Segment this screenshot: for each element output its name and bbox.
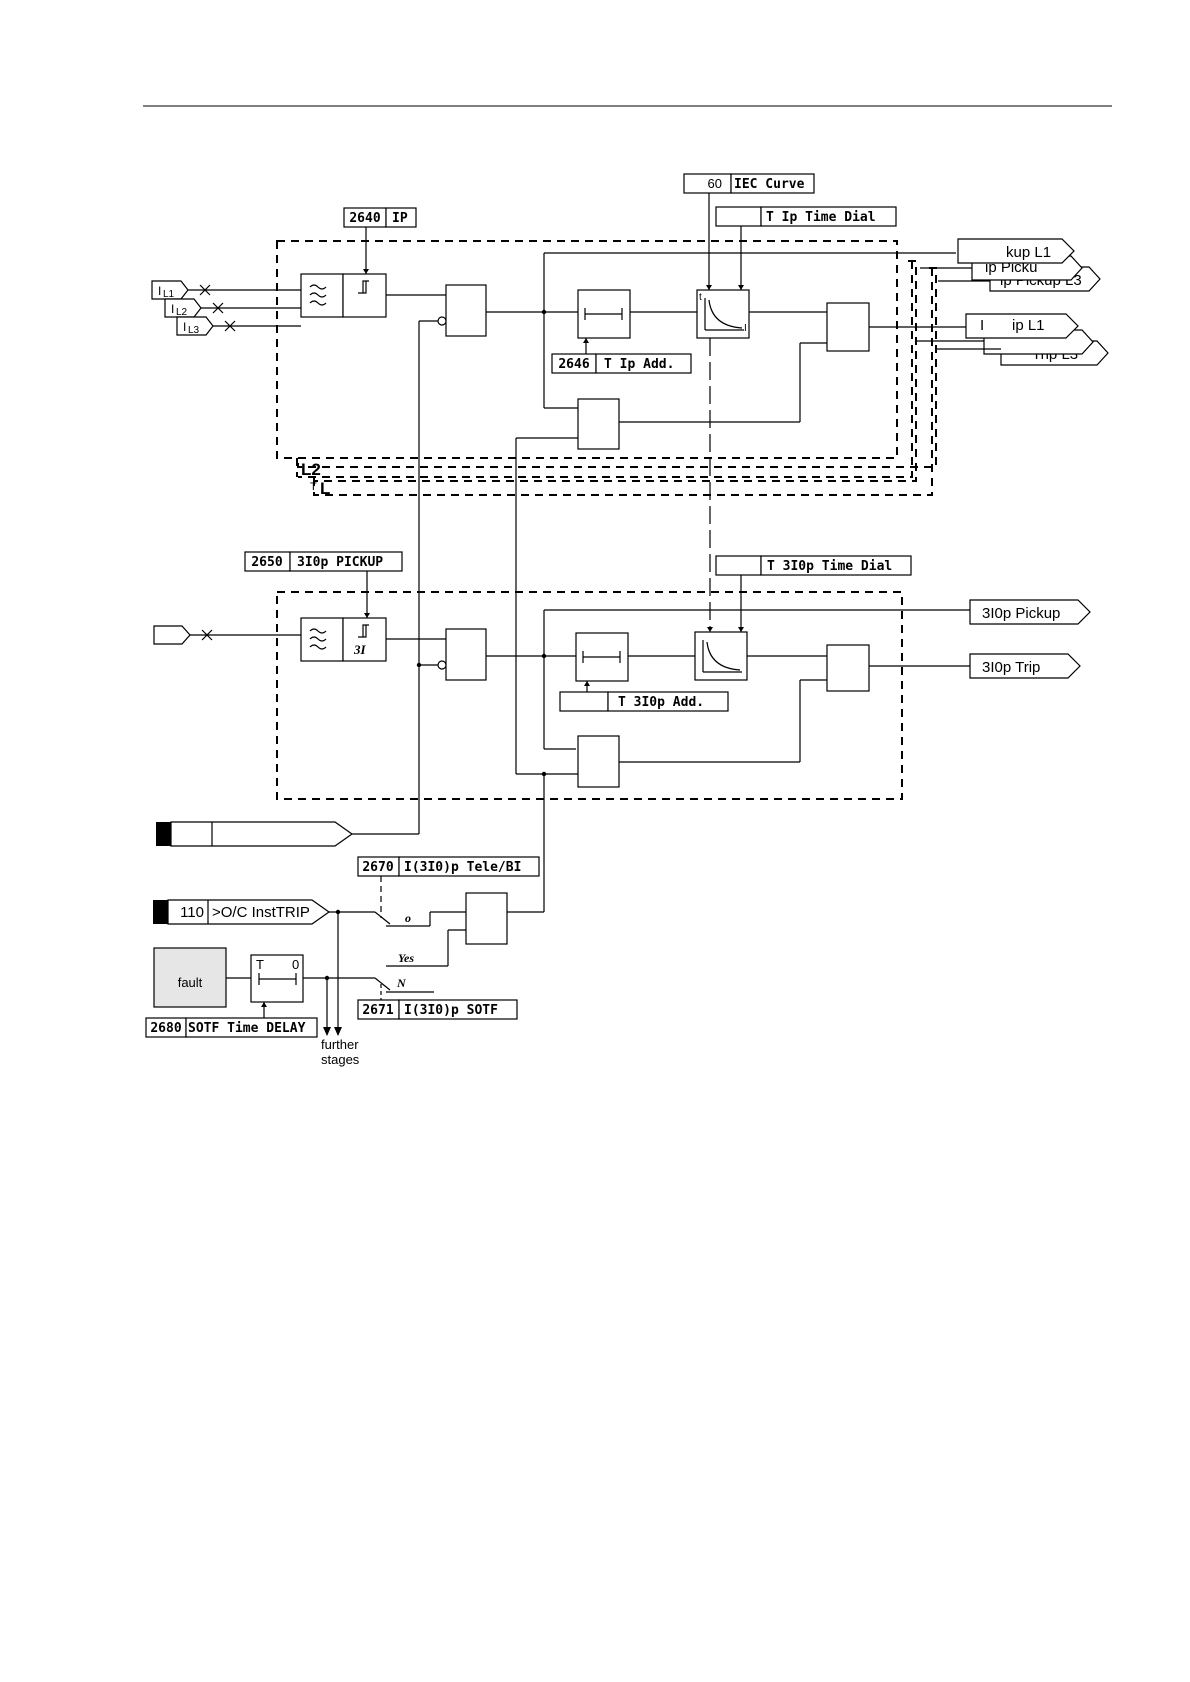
svg-text:3I0p Trip: 3I0p Trip — [982, 659, 1040, 676]
output-trip-l1: I ip L1 — [965, 313, 1079, 339]
param-number: 60 — [708, 176, 722, 191]
cross-mark-earth — [201, 629, 213, 641]
input-block-signal — [156, 821, 354, 847]
inverter-phase — [437, 316, 447, 326]
svg-text:I: I — [744, 323, 747, 334]
param-label: T Ip Time Dial — [766, 210, 876, 225]
input-earth-current — [153, 625, 191, 645]
svg-text:L1: L1 — [163, 289, 175, 300]
param-2650-3i0p-pickup: 2650 3I0p PICKUP — [244, 551, 403, 572]
or-gate-earth — [826, 644, 870, 692]
switch-2670: o — [374, 911, 430, 927]
switch-2671: N — [374, 976, 434, 993]
svg-text:I: I — [158, 284, 161, 298]
param-label: T 3I0p Time Dial — [767, 559, 892, 574]
svg-text:3I0p Pickup: 3I0p Pickup — [982, 605, 1060, 622]
fault-block: fault — [153, 947, 227, 1008]
svg-text:110: 110 — [180, 904, 204, 921]
input-il1: I L1 — [151, 280, 189, 300]
param-label: I(3I0)p SOTF — [404, 1003, 498, 1018]
param-label: IEC Curve — [734, 177, 805, 192]
param-label: SOTF Time DELAY — [188, 1021, 306, 1036]
threshold-block-earth: 3I — [342, 617, 387, 662]
svg-text:L3: L3 — [188, 325, 200, 336]
input-oc-insttrip: 110 >O/C InstTRIP — [153, 899, 331, 925]
frame-label-l3: L — [320, 479, 330, 498]
param-2640-ip: 2640 IP — [343, 207, 417, 228]
frame-phase-l1 — [276, 240, 898, 459]
frame-phase-l2 — [298, 261, 913, 478]
output-3i0p-trip: 3I0p Trip — [969, 653, 1081, 679]
and-gate-phase-inst — [577, 398, 620, 450]
input-il2: I L2 — [164, 298, 202, 318]
svg-text:o: o — [405, 911, 411, 925]
param-t-ip-time-dial: T Ip Time Dial — [715, 206, 897, 227]
svg-text:L2: L2 — [176, 307, 188, 318]
stages-label: stages — [321, 1052, 360, 1067]
param-t-3i0p-time-dial: T 3I0p Time Dial — [715, 555, 912, 576]
param-label: IP — [392, 211, 408, 226]
frame-earth — [276, 591, 903, 800]
svg-text:t: t — [699, 292, 702, 303]
param-2680-sotf-time-delay: 2680 SOTF Time DELAY — [145, 1017, 318, 1038]
svg-text:N: N — [396, 976, 407, 990]
svg-text:0: 0 — [292, 957, 299, 972]
param-number: 2680 — [150, 1021, 181, 1036]
and-gate-earth — [445, 628, 487, 681]
param-number: 2640 — [349, 211, 380, 226]
param-2646-t-ip-add: 2646 T Ip Add. — [551, 353, 692, 374]
svg-text:I: I — [980, 317, 984, 334]
and-gate-phase — [445, 284, 487, 337]
param-2670-tele-bi: 2670 I(3I0)p Tele/BI — [357, 856, 540, 877]
param-number: 2646 — [558, 357, 589, 372]
svg-text:>O/C InstTRIP: >O/C InstTRIP — [212, 904, 310, 921]
param-t-3i0p-add: T 3I0p Add. — [559, 691, 729, 712]
param-60-iec-curve: 60 IEC Curve — [683, 173, 815, 194]
svg-text:T: T — [256, 957, 264, 972]
further-label: further — [321, 1037, 359, 1052]
param-number: 2650 — [251, 555, 282, 570]
filter-block-phase — [300, 273, 344, 318]
output-pickup-l1: kup L1 — [957, 238, 1075, 264]
threshold-block-phase — [342, 273, 387, 318]
filter-block-earth — [300, 617, 344, 662]
param-number: 2670 — [362, 860, 393, 875]
and-gate-earth-inst — [577, 735, 620, 788]
svg-text:T: T — [310, 481, 317, 493]
svg-text:I: I — [183, 320, 186, 334]
sotf-timer: T 0 — [250, 954, 304, 1003]
svg-text:fault: fault — [178, 975, 203, 990]
inverse-curve-earth — [694, 631, 748, 681]
param-label: I(3I0)p Tele/BI — [404, 860, 521, 875]
frame-label-l2: L2 — [301, 460, 321, 479]
inverse-curve-phase: t I — [696, 289, 750, 339]
param-label: 3I0p PICKUP — [297, 555, 383, 570]
svg-text:kup L1: kup L1 — [1006, 244, 1051, 261]
or-gate-phase — [826, 302, 870, 352]
svg-text:3I: 3I — [353, 642, 367, 657]
param-2671-sotf: 2671 I(3I0)p SOTF — [357, 999, 518, 1020]
cross-marks-phase — [199, 284, 236, 332]
svg-text:I: I — [171, 302, 174, 316]
param-label: T Ip Add. — [604, 357, 674, 372]
inverter-earth — [437, 660, 447, 670]
timer-t-ip-add — [577, 289, 631, 339]
param-number: 2671 — [362, 1003, 393, 1018]
svg-text:ip L1: ip L1 — [1012, 317, 1045, 334]
timer-t-3i0p-add — [575, 632, 629, 682]
switch-pos-yes: Yes — [398, 951, 414, 965]
param-label: T 3I0p Add. — [618, 695, 704, 710]
or-gate-release — [465, 892, 508, 945]
input-il3: I L3 — [176, 316, 214, 336]
output-3i0p-pickup: 3I0p Pickup — [969, 599, 1091, 625]
frame-phase-l3 — [313, 268, 933, 496]
